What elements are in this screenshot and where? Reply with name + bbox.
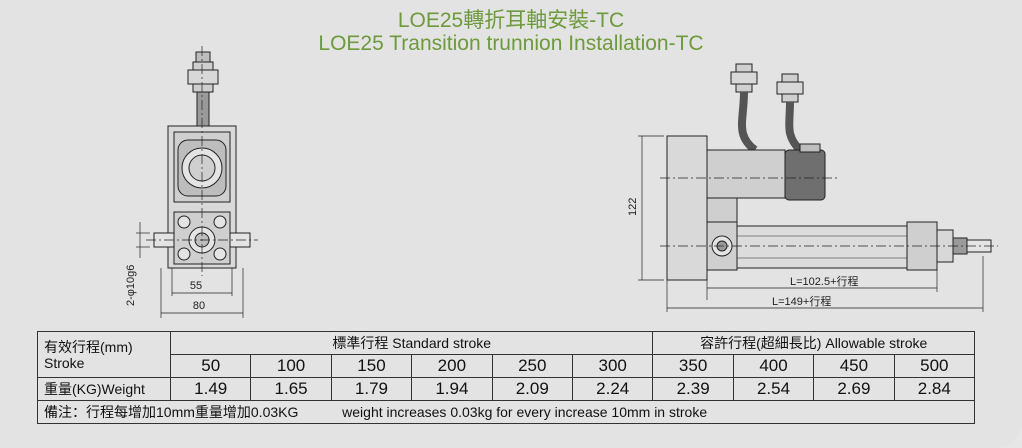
dim-l1-label: L=102.5+行程 [790, 275, 859, 288]
standard-stroke-header: 標準行程 Standard stroke [169, 331, 654, 355]
title-chinese: LOE25轉折耳軸安裝-TC [397, 9, 625, 32]
weight-value: 2.54 [732, 377, 815, 401]
note-row: 備注：行程每增加10mm重量增加0.03KG weight increases … [36, 400, 976, 424]
front-view [136, 46, 258, 318]
weight-value: 2.24 [571, 377, 654, 401]
stroke-value: 50 [169, 354, 252, 378]
stroke-value: 400 [732, 354, 815, 378]
dim-shaft-label: 2-φ10g6 [125, 265, 137, 306]
weight-value: 1.65 [250, 377, 332, 401]
note-en: weight increases 0.03kg for every increa… [342, 404, 708, 420]
note-cell: 備注：行程每增加10mm重量增加0.03KG weight increases … [36, 400, 976, 424]
title-english: LOE25 Transition trunnion Installation-T… [318, 32, 704, 55]
stroke-value: 450 [813, 354, 895, 378]
weight-value: 2.39 [652, 377, 734, 401]
note-cn: 備注：行程每增加10mm重量增加0.03KG [44, 404, 299, 420]
stroke-value: 250 [491, 354, 573, 378]
weight-row: 重量(KG)Weight 1.49 1.65 1.79 1.94 2.09 2.… [37, 377, 976, 401]
stroke-label-cell: 有效行程(mm) Stroke [37, 331, 171, 378]
stroke-label-en: Stroke [44, 354, 85, 371]
stroke-row: 50 100 150 200 250 300 350 400 450 500 [38, 354, 976, 378]
weight-value: 1.79 [330, 377, 413, 401]
technical-drawing: 55 80 2-φ10g6 122 L=102.5+行程 L=149+行程 [125, 46, 998, 318]
stroke-value: 300 [571, 354, 654, 378]
stroke-value: 350 [652, 354, 734, 378]
table-header-row: 有效行程(mm) Stroke 標準行程 Standard stroke 容許行… [37, 331, 976, 378]
dim-122-label: 122 [627, 198, 639, 216]
allowable-stroke-header: 容許行程(超細長比) Allowable stroke [652, 331, 976, 355]
stroke-value: 100 [250, 354, 332, 378]
dim-l2-label: L=149+行程 [772, 295, 831, 308]
weight-value: 2.09 [491, 377, 573, 401]
weight-value: 1.94 [411, 377, 493, 401]
weight-label: 重量(KG)Weight [37, 377, 171, 401]
stroke-label-cn: 有效行程(mm) [44, 338, 133, 355]
side-view [638, 63, 998, 312]
weight-value: 2.84 [893, 377, 976, 401]
stroke-value: 200 [411, 354, 493, 378]
weight-value: 1.49 [169, 377, 252, 401]
dim-80-label: 80 [193, 300, 205, 312]
spec-table: 有效行程(mm) Stroke 標準行程 Standard stroke 容許行… [36, 331, 976, 424]
dim-55-label: 55 [190, 280, 202, 292]
weight-value: 2.69 [813, 377, 895, 401]
stroke-value: 150 [330, 354, 413, 378]
stroke-value: 500 [893, 354, 976, 378]
